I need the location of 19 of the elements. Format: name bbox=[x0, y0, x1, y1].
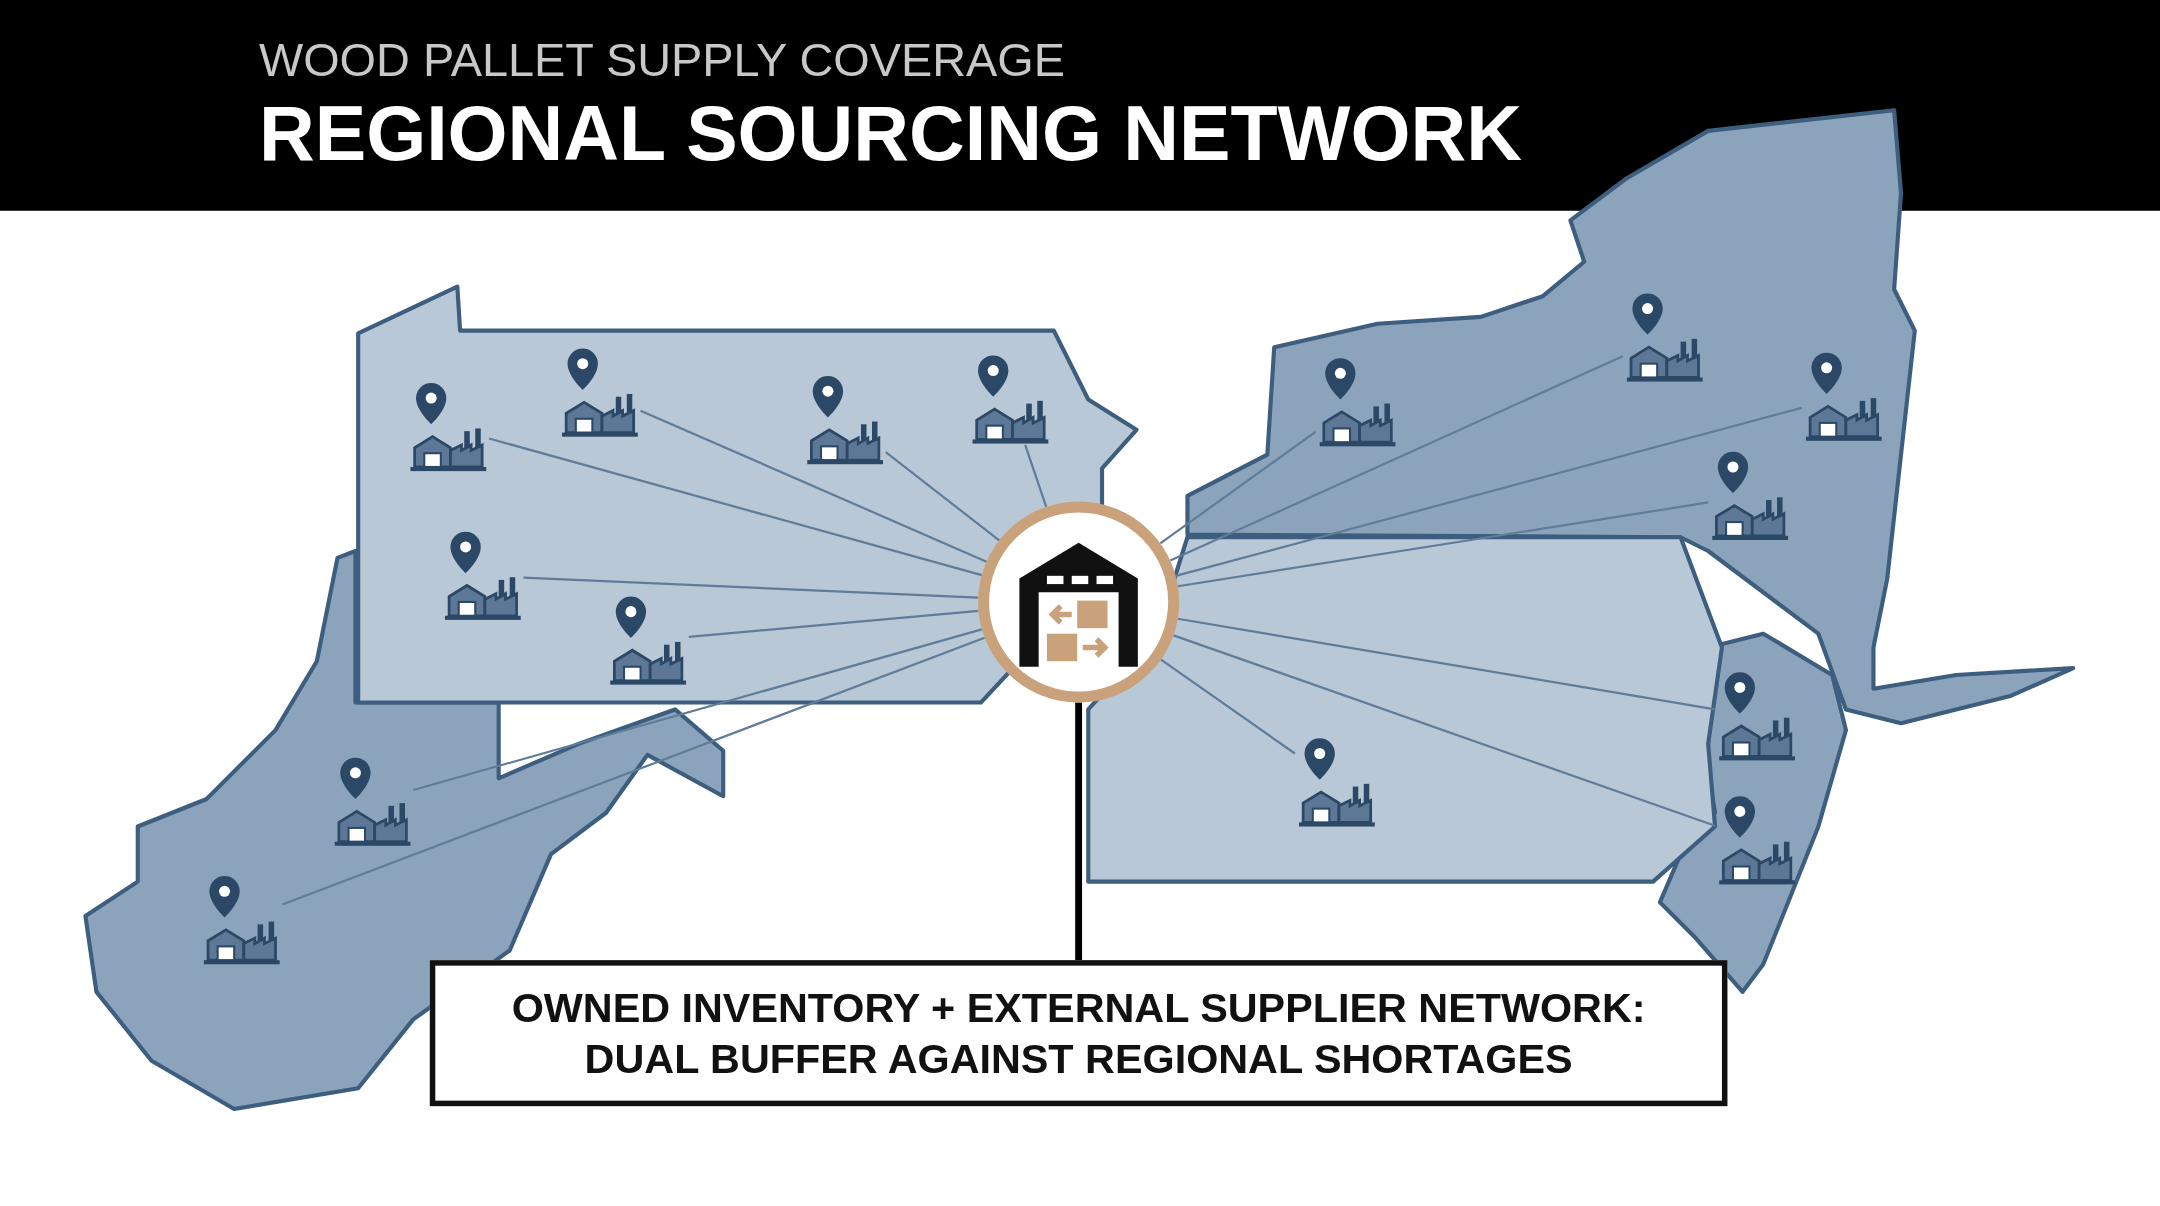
connector-line bbox=[412, 628, 983, 792]
connector-line bbox=[688, 609, 979, 638]
connector-line bbox=[1075, 702, 1083, 961]
connector-line bbox=[1160, 658, 1296, 755]
connector-line bbox=[1177, 617, 1716, 711]
connector-line bbox=[640, 409, 987, 563]
connector-line bbox=[523, 576, 979, 599]
connector-line bbox=[282, 636, 985, 906]
title: REGIONAL SOURCING NETWORK bbox=[259, 88, 1522, 178]
connector-line bbox=[885, 451, 1000, 542]
connector-line bbox=[1175, 406, 1803, 577]
subtitle: WOOD PALLET SUPPLY COVERAGE bbox=[259, 33, 1065, 87]
callout-text: OWNED INVENTORY + EXTERNAL SUPPLIER NETWORK: DUAL BUFFER AGAINST REGIONAL SHORTAGES bbox=[510, 983, 1647, 1084]
callout-box bbox=[429, 960, 1728, 1107]
connector-line bbox=[1159, 431, 1317, 545]
connector-line bbox=[1169, 355, 1624, 562]
connector-line bbox=[1024, 444, 1048, 508]
connector-line bbox=[488, 437, 982, 577]
connector-line bbox=[1177, 501, 1709, 588]
